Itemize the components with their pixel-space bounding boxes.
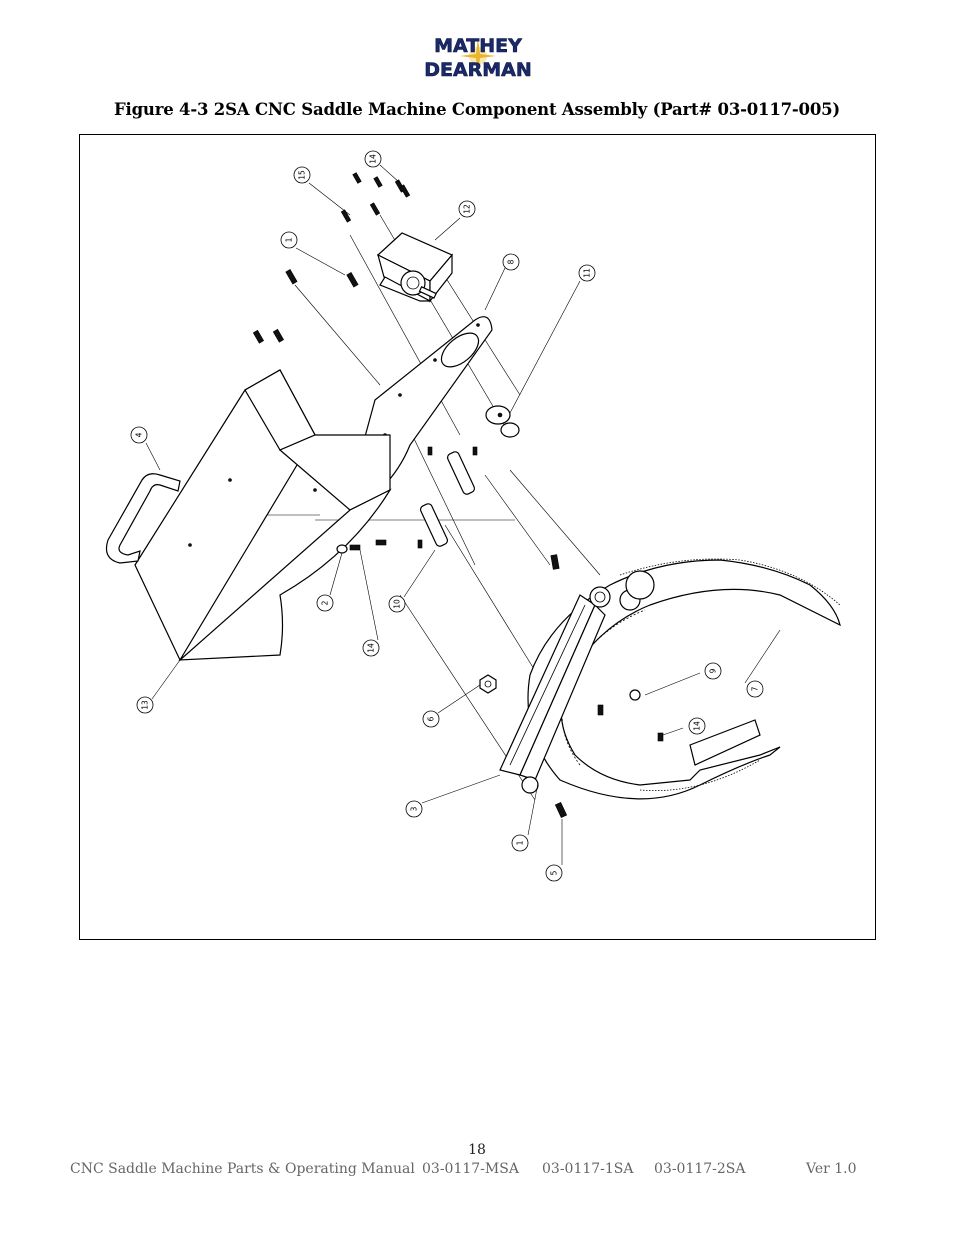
svg-text:6: 6: [427, 716, 436, 721]
logo-line1: MATHEY: [434, 35, 522, 57]
callout-1-b: 1: [511, 834, 529, 852]
top-screws: [252, 172, 411, 344]
svg-text:5: 5: [550, 870, 559, 875]
callout-leaders: [145, 164, 781, 865]
svg-text:4: 4: [135, 432, 144, 437]
svg-text:3: 3: [410, 806, 419, 811]
svg-text:2: 2: [321, 600, 330, 605]
callout-14-c: 14: [688, 717, 706, 735]
footer-part-1sa: 03-0117-1SA: [542, 1161, 634, 1177]
logo-graphic: MATHEY DEARMAN: [424, 35, 532, 82]
callout-9: 9: [704, 662, 722, 680]
washer-and-screw: [336, 539, 387, 554]
svg-text:14: 14: [693, 721, 702, 731]
callout-2: 2: [316, 594, 334, 612]
callout-14-b: 14: [362, 639, 380, 657]
handle: [105, 473, 181, 564]
svg-text:11: 11: [583, 268, 592, 278]
exploded-assembly-drawing: 15 14 12 1 8 11 4 2 14 10 13: [105, 150, 841, 882]
callout-3: 3: [405, 800, 423, 818]
nut: [479, 674, 497, 694]
svg-text:13: 13: [141, 700, 150, 710]
callout-13: 13: [136, 696, 154, 714]
logo-line2: DEARMAN: [424, 59, 532, 81]
svg-text:8: 8: [507, 259, 516, 264]
company-logo: MATHEY DEARMAN: [422, 30, 534, 88]
svg-text:7: 7: [751, 686, 760, 691]
housing-cover: [134, 369, 392, 662]
drive-gears: [521, 554, 664, 819]
callout-15: 15: [293, 166, 311, 184]
callout-10: 10: [388, 595, 406, 613]
callout-7: 7: [746, 680, 764, 698]
callout-8: 8: [502, 253, 520, 271]
svg-text:9: 9: [709, 668, 718, 673]
stepper-motor: [376, 232, 453, 303]
callout-6: 6: [422, 710, 440, 728]
callout-5: 5: [545, 864, 563, 882]
svg-text:10: 10: [393, 599, 402, 609]
footer-manual-title: CNC Saddle Machine Parts & Operating Man…: [70, 1161, 415, 1177]
page-number: 18: [468, 1142, 486, 1158]
svg-text:15: 15: [298, 170, 307, 180]
callout-14: 14: [364, 150, 382, 168]
svg-text:1: 1: [516, 840, 525, 845]
svg-text:1: 1: [285, 237, 294, 242]
svg-text:12: 12: [463, 204, 472, 214]
footer-part-msa: 03-0117-MSA: [422, 1161, 519, 1177]
figure-title: Figure 4-3 2SA CNC Saddle Machine Compon…: [114, 100, 840, 119]
callout-11: 11: [578, 264, 596, 282]
callout-1: 1: [280, 231, 298, 249]
svg-text:14: 14: [367, 643, 376, 653]
roller-assembly: [485, 405, 520, 438]
callout-4: 4: [130, 426, 148, 444]
callout-12: 12: [458, 200, 476, 218]
footer-version: Ver 1.0: [806, 1161, 857, 1177]
shafts: [417, 446, 478, 549]
footer-part-2sa: 03-0117-2SA: [654, 1161, 746, 1177]
svg-text:14: 14: [369, 154, 378, 164]
figure-frame: 15 14 12 1 8 11 4 2 14 10 13: [79, 134, 876, 940]
